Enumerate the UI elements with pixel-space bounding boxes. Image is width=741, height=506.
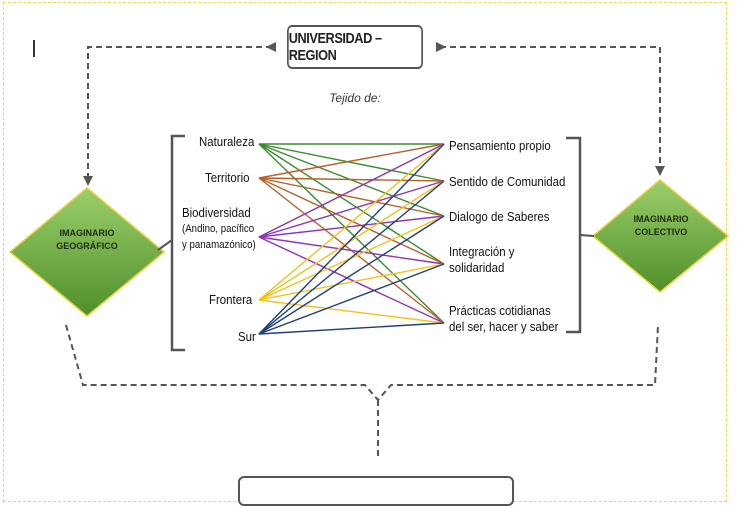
connector-title-left bbox=[87, 46, 272, 178]
node-naturaleza: Naturaleza bbox=[199, 134, 254, 150]
connection-line bbox=[258, 143, 445, 301]
arrow-title-left bbox=[266, 42, 276, 52]
connection-line bbox=[258, 215, 445, 335]
title-text: UNIVERSIDAD – REGION bbox=[288, 30, 382, 64]
left-diamond-line1: IMAGINARIO bbox=[59, 228, 115, 238]
connection-line bbox=[258, 143, 445, 238]
diagram-canvas bbox=[8, 42, 730, 460]
node-label-line2: del ser, hacer y saber bbox=[449, 319, 559, 334]
bottom-brace-connector bbox=[65, 324, 659, 402]
connection-line bbox=[258, 263, 445, 301]
node-label: Pensamiento propio bbox=[449, 138, 551, 153]
connection-line bbox=[258, 143, 445, 335]
right-bracket bbox=[566, 136, 582, 334]
imaginario-geografico-diamond bbox=[8, 187, 166, 317]
arrow-right-down bbox=[655, 166, 665, 176]
node-sur: Sur bbox=[238, 329, 256, 345]
top-connectors bbox=[65, 46, 661, 460]
node-sublabel: y panamazónico) bbox=[182, 239, 256, 251]
node-sentido-comunidad: Sentido de Comunidad bbox=[449, 174, 565, 190]
node-frontera: Frontera bbox=[209, 292, 252, 308]
node-label: Sentido de Comunidad bbox=[449, 174, 566, 189]
bottom-box bbox=[238, 476, 514, 506]
node-label: Territorio bbox=[205, 170, 250, 185]
node-pensamiento-propio: Pensamiento propio bbox=[449, 138, 551, 154]
left-diamond-line2: GEOGRÁFICO bbox=[56, 241, 118, 251]
node-dialogo-saberes: Dialogo de Saberes bbox=[449, 209, 549, 225]
connection-line bbox=[258, 143, 445, 324]
connection-line bbox=[258, 322, 445, 335]
connection-line bbox=[258, 180, 445, 238]
node-biodiversidad: Biodiversidad (Andino, pacífico y panama… bbox=[182, 205, 256, 253]
connection-line bbox=[258, 177, 445, 265]
connection-line bbox=[258, 180, 445, 335]
right-diamond-line1: IMAGINARIO bbox=[633, 214, 689, 224]
node-sublabel: (Andino, pacífico bbox=[182, 223, 255, 235]
connection-line bbox=[258, 299, 445, 324]
connection-lines bbox=[258, 143, 445, 335]
left-bracket bbox=[170, 134, 185, 352]
node-practicas: Prácticas cotidianas del ser, hacer y sa… bbox=[449, 303, 558, 335]
connection-line bbox=[258, 143, 445, 265]
node-label: Naturaleza bbox=[199, 134, 255, 149]
connection-line bbox=[258, 143, 445, 179]
right-bracket-tip bbox=[579, 234, 595, 237]
right-diamond-label: IMAGINARIO COLECTIVO bbox=[614, 213, 708, 239]
subtitle: Tejido de: bbox=[329, 91, 381, 105]
arrow-left-down bbox=[83, 176, 93, 186]
text-cursor bbox=[33, 40, 35, 57]
node-integracion: Integración y solidaridad bbox=[449, 244, 515, 276]
connection-line bbox=[258, 236, 445, 324]
arrow-title-right bbox=[436, 42, 446, 52]
left-bracket-tip bbox=[157, 239, 173, 251]
node-label-line2: solidaridad bbox=[449, 260, 505, 275]
node-label: Frontera bbox=[209, 292, 253, 307]
node-label: Sur bbox=[238, 329, 256, 344]
right-diamond-line2: COLECTIVO bbox=[634, 227, 688, 237]
left-diamond-label: IMAGINARIO GEOGRÁFICO bbox=[40, 227, 134, 253]
connection-line bbox=[258, 236, 445, 265]
connection-line bbox=[258, 180, 445, 301]
connection-line bbox=[258, 177, 445, 217]
connector-title-right bbox=[440, 46, 661, 168]
node-territorio: Territorio bbox=[205, 170, 250, 186]
node-label: Integración y bbox=[449, 244, 515, 259]
imaginario-colectivo-diamond bbox=[591, 179, 730, 293]
connection-line bbox=[258, 263, 445, 335]
universidad-region-box: UNIVERSIDAD – REGION bbox=[287, 25, 423, 69]
connection-line bbox=[258, 215, 445, 238]
arrowheads bbox=[83, 42, 665, 186]
node-label: Prácticas cotidianas bbox=[449, 303, 551, 318]
node-label: Dialogo de Saberes bbox=[449, 209, 550, 224]
connection-line bbox=[258, 177, 445, 182]
node-label: Biodiversidad bbox=[182, 205, 251, 220]
